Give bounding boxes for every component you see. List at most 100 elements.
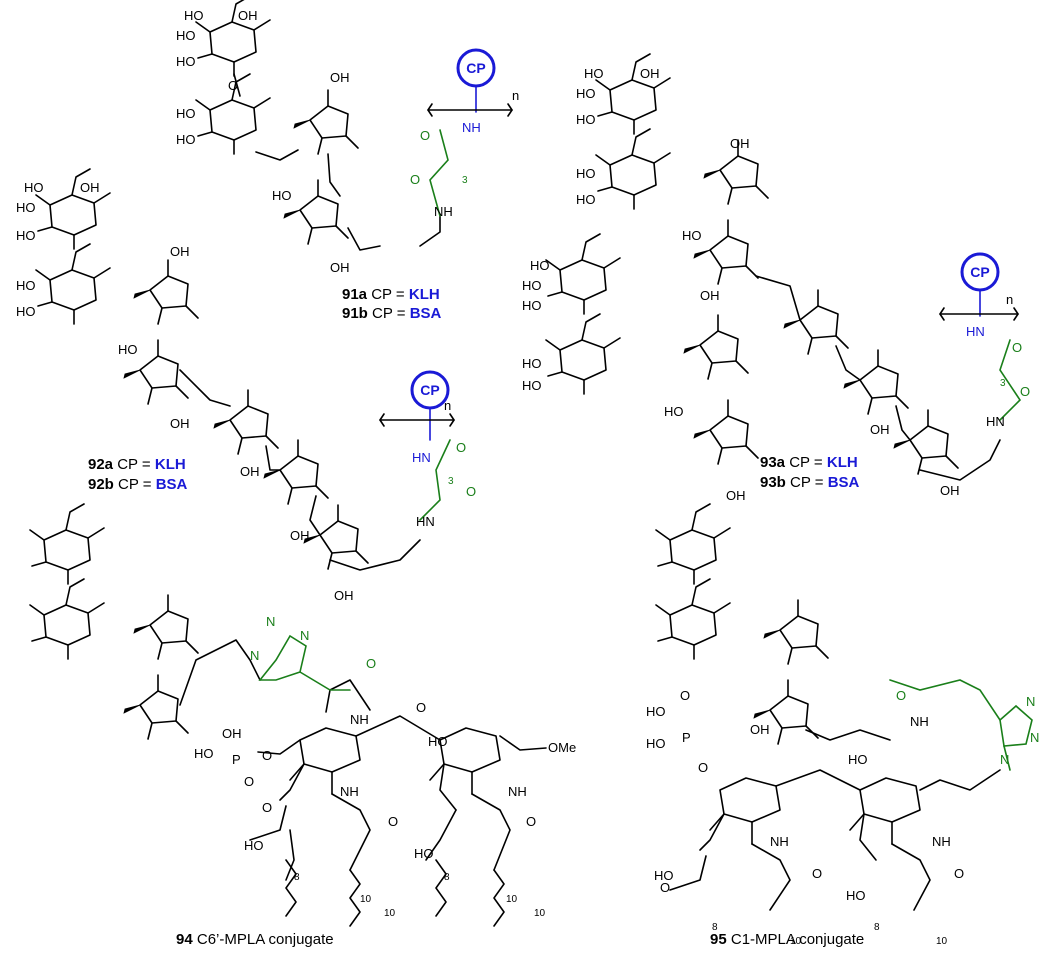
atom-label: HO [576, 166, 596, 181]
amide-nh: NH [350, 712, 369, 727]
atom-label: HO [522, 378, 542, 393]
chain-length: 10 [360, 894, 372, 905]
repeat-count: 3 [1000, 378, 1006, 389]
ester-o: O [526, 814, 536, 829]
amide-nh: NH [508, 784, 527, 799]
repeat-count: 3 [448, 476, 454, 487]
carrier-protein-93 [960, 252, 1000, 292]
atom-label: HO [194, 746, 214, 761]
atom-label: OH [170, 416, 190, 431]
atom-label: OH [726, 488, 746, 503]
repeat-n: n [512, 88, 519, 103]
triazole-n: N [1030, 730, 1039, 745]
ester-o: O [660, 880, 670, 895]
atom-label: HO [414, 846, 434, 861]
atom-label: OH [240, 464, 260, 479]
chain-length: 10 [790, 936, 802, 947]
phosphorus: P [232, 752, 241, 767]
structure-94: N N N O NH HO P OH O O OMe O HO NH NH O … [29, 503, 576, 948]
atom-label: HO [16, 278, 36, 293]
chain-length: 8 [444, 872, 450, 883]
carbonyl-o: O [456, 440, 466, 455]
atom-label: OH [700, 288, 720, 303]
atom-label: HO [16, 304, 36, 319]
atom-label: HO [522, 278, 542, 293]
atom-label: HO [576, 86, 596, 101]
atom-label: O [416, 700, 426, 715]
amide-nh: NH [340, 784, 359, 799]
ester-o: O [388, 814, 398, 829]
carbonyl-o: O [1012, 340, 1022, 355]
triazole-n: N [250, 648, 259, 663]
carrier-label: CP [466, 60, 485, 76]
carrier-protein-92 [410, 370, 450, 410]
carbonyl-o: O [410, 172, 420, 187]
label-92b: 92b CP = BSA [88, 476, 188, 493]
label-95: 95 C1-MPLA conjugate [710, 931, 864, 948]
ester-o: O [262, 800, 272, 815]
amide-nh: HN [986, 414, 1005, 429]
atom-label: HO [846, 888, 866, 903]
carrier-protein-91 [456, 48, 496, 88]
atom-label: HO [848, 752, 868, 767]
chain-length: 10 [506, 894, 518, 905]
atom-label: HO [118, 342, 138, 357]
repeat-n: n [1006, 292, 1013, 307]
atom-label: OH [870, 422, 890, 437]
atom-label: OH [170, 244, 190, 259]
atom-label: O [244, 774, 254, 789]
chain-length: 8 [712, 922, 718, 933]
carbonyl-o: O [896, 688, 906, 703]
atom-label: OH [330, 70, 350, 85]
atom-label: OH [80, 180, 100, 195]
amide-nh: HN [966, 324, 985, 339]
atom-label: O [228, 78, 238, 93]
atom-label: HO [682, 228, 702, 243]
atom-label: OH [238, 8, 258, 23]
chain-length: 10 [384, 908, 396, 919]
carrier-label: CP [970, 264, 989, 280]
structure-93: HO OH HO HO HO HO OH HO HO HO HO HO HO O… [522, 53, 1030, 503]
carbonyl-o: O [420, 128, 430, 143]
chain-length: 8 [874, 922, 880, 933]
atom-label: HO [664, 404, 684, 419]
atom-label: O [680, 688, 690, 703]
label-91b: 91b CP = BSA [342, 305, 442, 322]
triazole-n: N [1026, 694, 1035, 709]
atom-label: O [262, 748, 272, 763]
atom-label: HO [24, 180, 44, 195]
atom-label: HO [244, 838, 264, 853]
chain-length: 8 [294, 872, 300, 883]
carbonyl-o: O [1020, 384, 1030, 399]
ester-o: O [812, 866, 822, 881]
amide-nh: NH [434, 204, 453, 219]
label-94: 94 C6’-MPLA conjugate [176, 931, 334, 948]
carbonyl-o: O [366, 656, 376, 671]
triazole-n: N [300, 628, 309, 643]
atom-label: OH [330, 260, 350, 275]
phosphorus: P [682, 730, 691, 745]
atom-label: HO [176, 54, 196, 69]
amide-nh: NH [910, 714, 929, 729]
anomeric-ome: OMe [548, 740, 576, 755]
chain-length: 10 [936, 936, 948, 947]
atom-label: O [698, 760, 708, 775]
amide-nh: NH [770, 834, 789, 849]
atom-label: HO [522, 356, 542, 371]
atom-label: HO [16, 228, 36, 243]
atom-label: HO [646, 736, 666, 751]
carbonyl-o: O [466, 484, 476, 499]
atom-label: OH [750, 722, 770, 737]
chain-length: 10 [534, 908, 546, 919]
atom-label: OH [940, 483, 960, 498]
atom-label: HO [576, 112, 596, 127]
atom-label: OH [334, 588, 354, 603]
atom-label: OH [222, 726, 242, 741]
atom-label: HO [654, 868, 674, 883]
triazole-n: N [1000, 752, 1009, 767]
structure-95: O N N N NH HO P HO O O OH HO NH NH O O O… [646, 503, 1039, 948]
label-91a: 91a CP = KLH [342, 286, 440, 303]
structure-92: HO OH HO HO HO HO OH HO OH OH OH OH O O … [16, 168, 476, 603]
atom-label: HO [184, 8, 204, 23]
amide-nh: HN [412, 450, 431, 465]
